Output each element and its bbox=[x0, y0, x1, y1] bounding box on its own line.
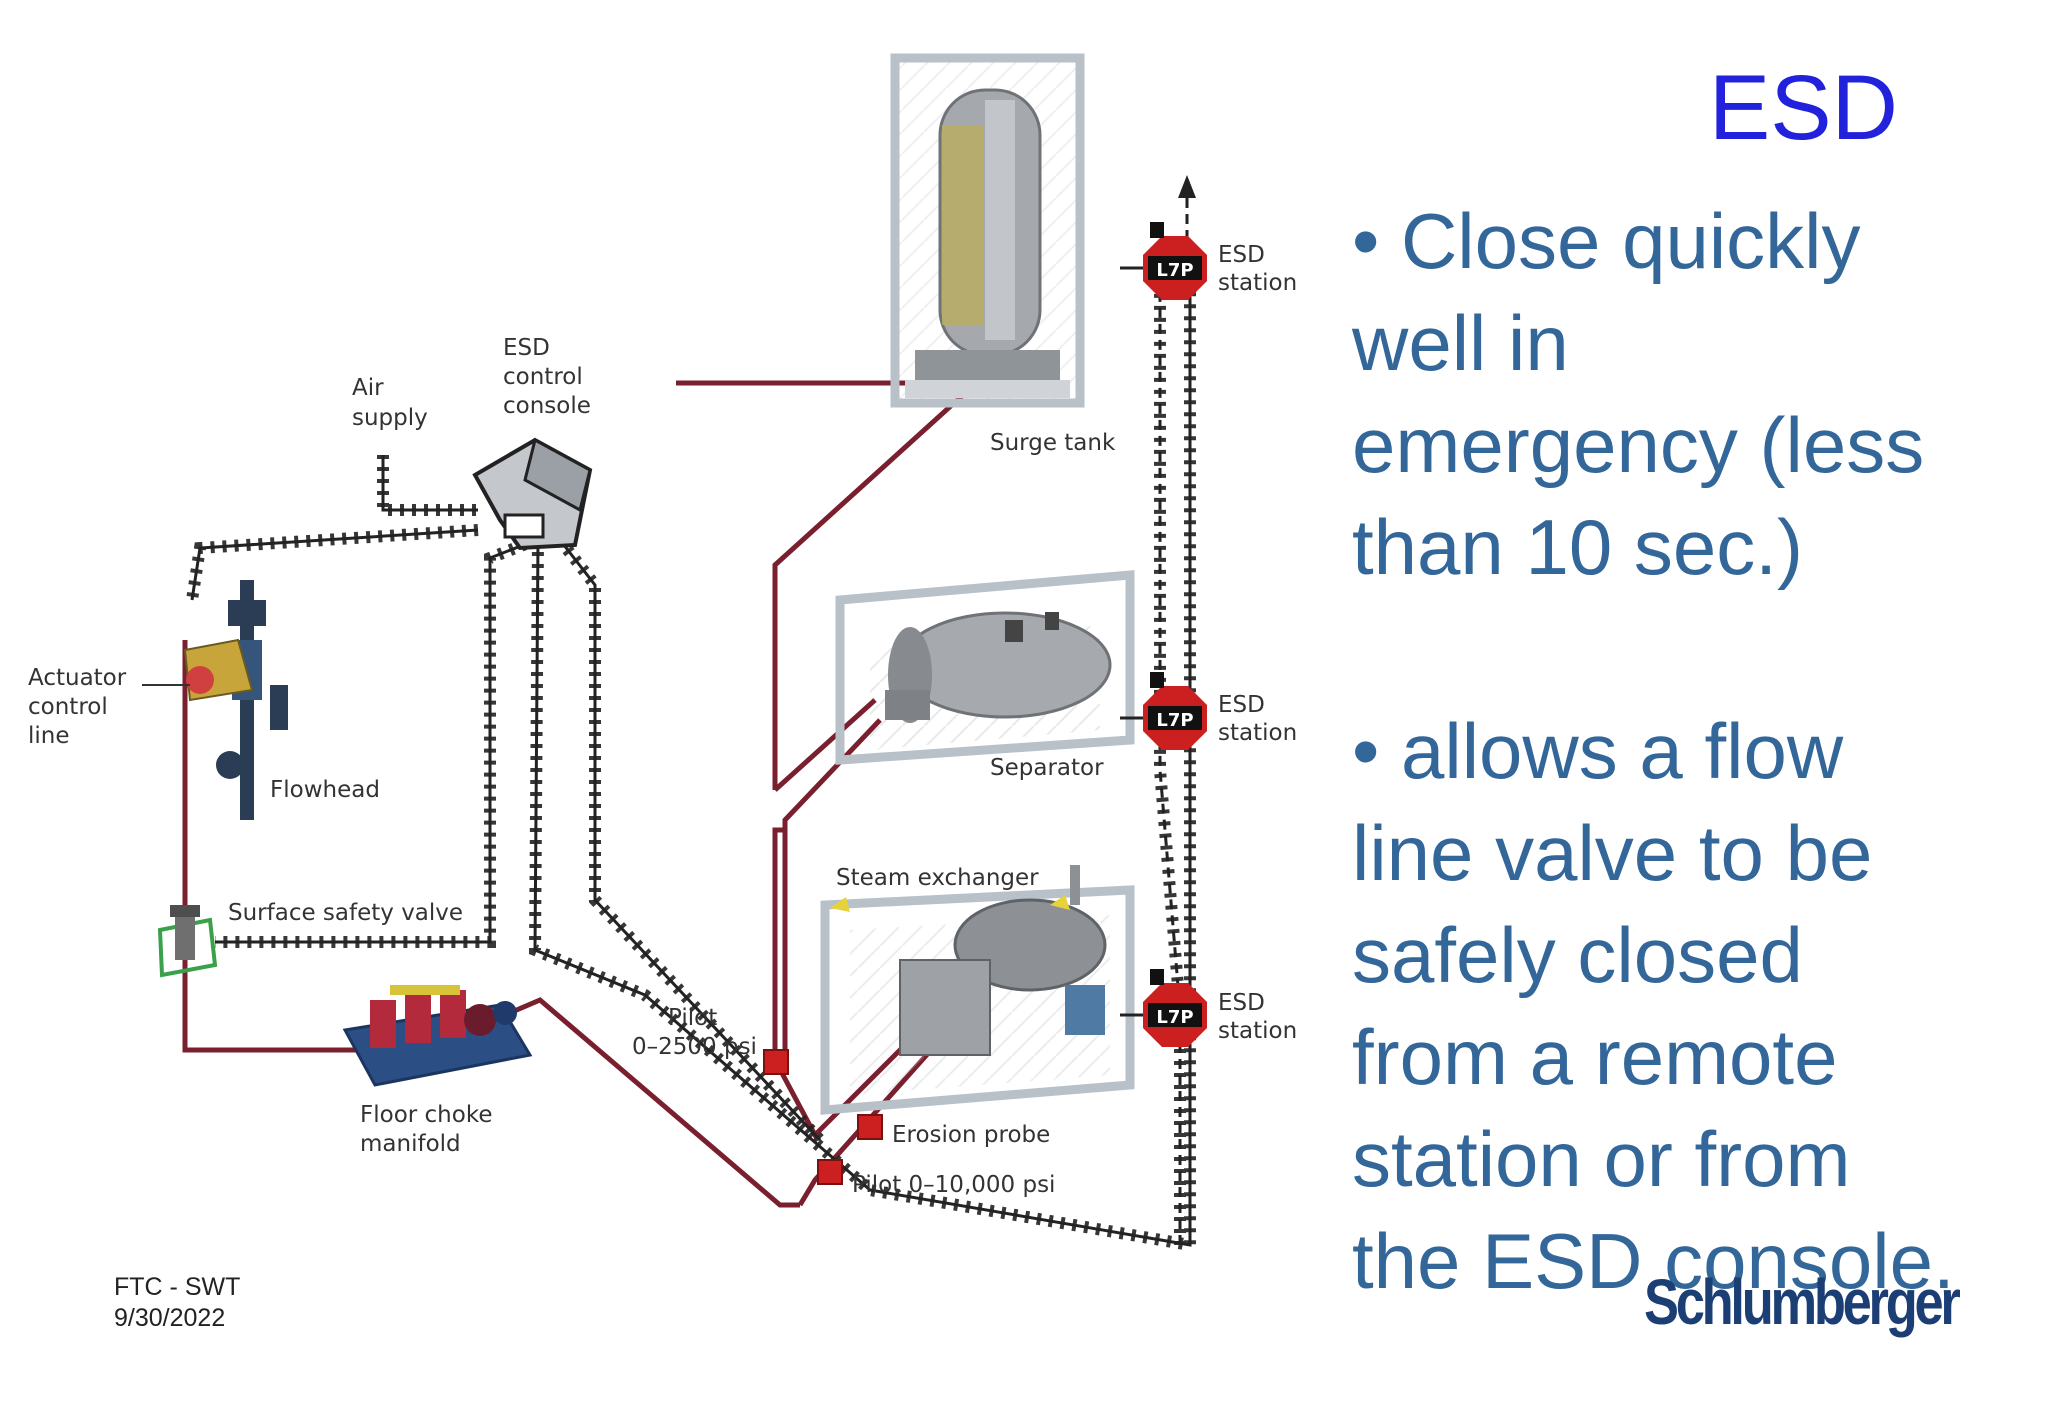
label-actuator: Actuator bbox=[28, 665, 127, 691]
label-separator: Separator bbox=[990, 755, 1104, 781]
label-actuator-2: control bbox=[28, 694, 108, 720]
pilot-high-box bbox=[817, 1159, 843, 1185]
bullet-close-quickly: • Close quickly well in emergency (less … bbox=[1352, 197, 1925, 591]
label-surge-tank: Surge tank bbox=[990, 430, 1116, 456]
surface-safety-valve bbox=[157, 905, 218, 978]
label-floor-choke: Floor choke bbox=[360, 1102, 492, 1128]
label-actuator-3: line bbox=[28, 723, 70, 749]
esd-station-middle[interactable]: L7P bbox=[1120, 672, 1207, 750]
label-flowhead: Flowhead bbox=[270, 777, 380, 803]
svg-text:L7P: L7P bbox=[1156, 710, 1193, 731]
label-esd-station-top-2: station bbox=[1218, 270, 1297, 296]
label-air-supply: Air bbox=[352, 375, 384, 401]
surge-tank bbox=[890, 53, 1085, 408]
steam-exchanger bbox=[820, 865, 1135, 1115]
flow-line-flowhead-to-choke bbox=[182, 640, 360, 1053]
flow-line-separator-return bbox=[782, 718, 882, 830]
label-air-supply-2: supply bbox=[352, 405, 428, 431]
label-esd-station-middle: ESD bbox=[1218, 692, 1265, 718]
label-pilot-low-2: 0–2500 psi bbox=[632, 1034, 757, 1060]
separator bbox=[835, 570, 1135, 765]
label-esd-station-bottom: ESD bbox=[1218, 990, 1265, 1016]
label-esd-station-top: ESD bbox=[1218, 242, 1265, 268]
svg-text:L7P: L7P bbox=[1156, 260, 1193, 281]
production-flow-lines bbox=[182, 373, 987, 1208]
slide-title: ESD bbox=[1708, 57, 1898, 159]
flow-line-to-separator bbox=[773, 698, 877, 792]
flow-line-to-surge-tank bbox=[772, 373, 987, 790]
label-console: ESD bbox=[503, 335, 550, 361]
esd-station-top[interactable]: L7P bbox=[1120, 222, 1207, 300]
floor-choke-manifold bbox=[342, 985, 533, 1087]
footer-source: FTC - SWT bbox=[114, 1273, 241, 1301]
label-steam-exchanger: Steam exchanger bbox=[836, 865, 1039, 891]
pilot-low-box bbox=[763, 1049, 789, 1075]
label-esd-station-middle-2: station bbox=[1218, 720, 1297, 746]
control-lines bbox=[186, 175, 1196, 1253]
label-pilot-high: Pilot 0–10,000 psi bbox=[852, 1172, 1055, 1198]
slide-footer: FTC - SWT 9/30/2022 bbox=[114, 1272, 240, 1334]
label-esd-station-bottom-2: station bbox=[1218, 1018, 1297, 1044]
schlumberger-logo: Schlumberger bbox=[1644, 1266, 1961, 1338]
erosion-probe-box bbox=[857, 1114, 883, 1140]
label-ssv: Surface safety valve bbox=[228, 900, 463, 926]
label-erosion-probe: Erosion probe bbox=[892, 1122, 1050, 1148]
flow-line-manifold-riser bbox=[772, 827, 788, 1060]
flowhead bbox=[183, 580, 288, 820]
label-pilot-low: Pilot bbox=[668, 1005, 717, 1031]
svg-text:L7P: L7P bbox=[1156, 1007, 1193, 1028]
footer-date: 9/30/2022 bbox=[114, 1304, 226, 1332]
bullet-list: • Close quickly well in emergency (less … bbox=[1352, 190, 1972, 1418]
label-console-3: console bbox=[503, 393, 591, 419]
flow-line-choke-to-manifold bbox=[504, 997, 800, 1208]
esd-control-console bbox=[472, 437, 593, 551]
bullet-remote-closure: • allows a flow line valve to be safely … bbox=[1352, 707, 1955, 1305]
diagram-labels: Air supply ESD control console Surge tan… bbox=[28, 242, 1297, 1198]
label-console-2: control bbox=[503, 364, 583, 390]
label-floor-choke-2: manifold bbox=[360, 1131, 461, 1157]
pilot-pressure-boxes bbox=[763, 1049, 883, 1185]
esd-station-bottom[interactable]: L7P bbox=[1120, 969, 1207, 1047]
esd-system-diagram: L7P L7P L7P Air supply ESD control conso bbox=[28, 53, 1297, 1253]
